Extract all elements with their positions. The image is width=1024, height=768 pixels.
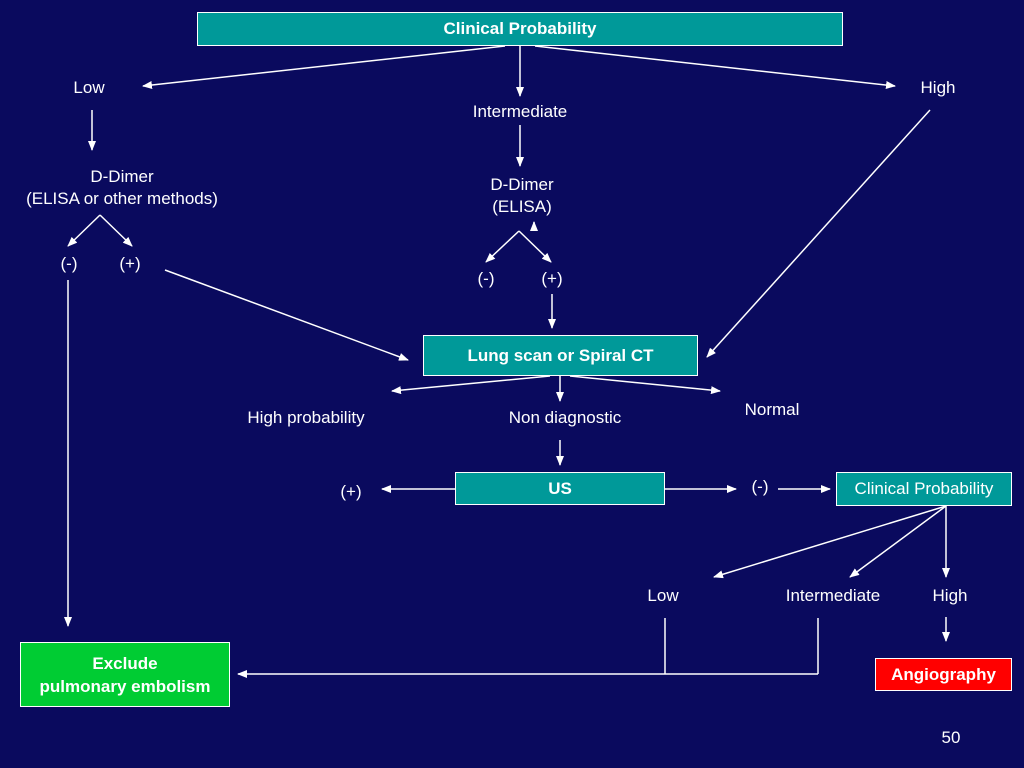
arrow-ddimer-mid-neg [485, 230, 520, 263]
clinical-probability-label: Clinical Probability [443, 19, 597, 38]
branch-intermediate-label: Intermediate [472, 102, 568, 121]
ddimer-mid-label: D-Dimer (ELISA) [490, 174, 553, 218]
us-positive-label: (+) [340, 482, 362, 501]
us-box: US [455, 472, 665, 505]
normal-label: Normal [744, 400, 800, 419]
us-negative-label: (-) [751, 477, 769, 496]
low-2-label: Low [647, 586, 679, 605]
branch-high-label: High [920, 78, 956, 97]
arrow-top-to-high [534, 45, 896, 89]
exclude-pe-box: Exclude pulmonary embolism [20, 642, 230, 707]
mid-positive-label: (+) [541, 269, 563, 288]
high-probability-label: High probability [247, 408, 365, 427]
exclude-line2: pulmonary embolism [39, 676, 211, 696]
mid-negative-label: (-) [477, 269, 495, 288]
arrow-left-pos-to-scan [164, 269, 409, 361]
ddimer-left-label: D-Dimer (ELISA or other methods) [26, 166, 218, 210]
arrow-scan-to-normal [569, 375, 721, 395]
ddimer-mid-line2: (ELISA) [492, 197, 552, 216]
high-2-label: High [932, 586, 968, 605]
lung-scan-label: Lung scan or Spiral CT [467, 345, 654, 365]
arrow-clinical2-to-intermediate [849, 505, 947, 578]
clinical-probability-box: Clinical Probability [197, 12, 843, 46]
ddimer-mid-line1: D-Dimer [490, 175, 554, 194]
left-negative-label: (-) [60, 254, 78, 273]
left-positive-label: (+) [119, 254, 141, 273]
arrow-ddimer-left-pos [99, 214, 133, 247]
clinical-probability-2-label: Clinical Probability [854, 479, 994, 498]
clinical-probability-box-2: Clinical Probability [836, 472, 1012, 506]
arrow-ddimer-left-neg [67, 214, 101, 247]
arrow-ddimer-mid-pos [518, 230, 552, 263]
arrow-top-to-low [142, 45, 506, 89]
page-number: 50 [941, 728, 961, 747]
branch-low-label: Low [73, 78, 105, 97]
exclude-line1: Exclude [92, 653, 158, 673]
angiography-box: Angiography [875, 658, 1012, 691]
intermediate-2-label: Intermediate [785, 586, 881, 605]
arrow-high-to-scan [706, 109, 931, 358]
non-diagnostic-label: Non diagnostic [508, 408, 622, 427]
lung-scan-box: Lung scan or Spiral CT [423, 335, 698, 376]
angiography-label: Angiography [891, 664, 996, 684]
arrow-scan-to-high-prob [391, 375, 551, 395]
arrow-clinical2-to-low [713, 505, 947, 579]
ddimer-left-line1: D-Dimer [90, 167, 154, 186]
us-label: US [548, 478, 572, 498]
ddimer-left-line2: (ELISA or other methods) [26, 189, 218, 208]
